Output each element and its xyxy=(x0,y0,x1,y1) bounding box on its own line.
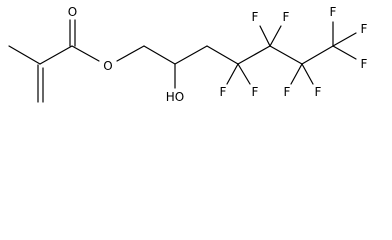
bond-cf-4 xyxy=(269,25,282,47)
fluorine-label: F xyxy=(361,22,368,36)
bond-cf-6 xyxy=(301,63,314,85)
carbonyl-oxygen-label: O xyxy=(68,5,77,19)
bond-cf-2 xyxy=(237,63,251,85)
ester-oxygen-label: O xyxy=(103,59,112,73)
bond-cf-8 xyxy=(332,32,357,47)
bond-cf2-cf2-c xyxy=(269,45,303,65)
bond-cf-9 xyxy=(332,45,357,60)
fluorine-label: F xyxy=(361,57,368,71)
fluorine-label: F xyxy=(284,85,291,99)
fluorine-label: F xyxy=(315,85,322,99)
fluorine-label: F xyxy=(330,5,337,19)
bond-cf-1 xyxy=(226,63,239,85)
chemical-structure: O O HO F F F F F F F F F xyxy=(8,5,368,104)
fluorine-label: F xyxy=(252,10,259,24)
bond-cf2-cf3 xyxy=(301,45,334,65)
fluorine-label: F xyxy=(220,85,227,99)
fluorine-label: F xyxy=(283,10,290,24)
hydroxyl-label: HO xyxy=(166,90,184,104)
bond-cf2-cf2-b xyxy=(237,45,271,65)
bond-alpha-carbonyl xyxy=(39,45,73,65)
bond-carbonyl-ester-o xyxy=(71,45,100,62)
bond-choh-ch2 xyxy=(174,45,208,65)
fluorine-label: F xyxy=(252,85,259,99)
bond-ester-o-ch2 xyxy=(116,45,145,62)
bond-ch2-choh xyxy=(143,45,176,65)
bond-methyl xyxy=(8,45,41,65)
bond-cf-5 xyxy=(290,63,303,85)
bond-ch2-cf2-a xyxy=(206,45,239,65)
bond-cf-3 xyxy=(259,25,271,47)
